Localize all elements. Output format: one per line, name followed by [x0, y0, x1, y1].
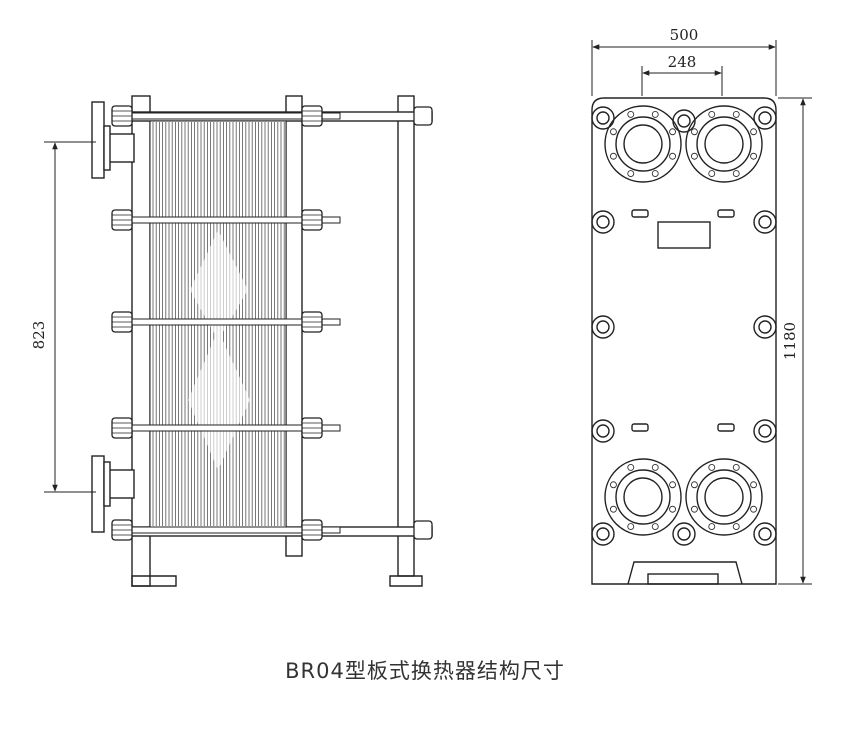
tie-bolt [111, 105, 341, 127]
support-column [397, 95, 415, 577]
flange-bolt-hole [732, 110, 740, 118]
frame-bolt [753, 522, 777, 546]
plate-pack [149, 120, 287, 528]
flange-bolt-hole [651, 110, 659, 118]
nameplate [657, 221, 711, 249]
column-foot [389, 575, 423, 587]
frame-plate-outline [591, 97, 777, 585]
flange-bolt-hole [627, 110, 635, 118]
flange-bolt-hole [750, 481, 758, 489]
flange-bolt-hole [690, 152, 698, 160]
frame-bolts [591, 106, 777, 546]
slot [631, 209, 649, 218]
frame-bolt [753, 419, 777, 443]
flange-bolt-hole [669, 152, 677, 160]
tie-bolt [111, 209, 341, 231]
flange-bolt-hole [609, 481, 617, 489]
side-view: 823 [30, 95, 433, 587]
nut [413, 520, 433, 540]
port-flange [604, 458, 682, 536]
flange-bolt-hole [708, 463, 716, 471]
dimension-823-label: 823 [30, 321, 48, 350]
flange-bolt-hole [690, 481, 698, 489]
flange-bolt-hole [627, 523, 635, 531]
flange-bolt-hole [708, 523, 716, 531]
flange-bolt-hole [708, 170, 716, 178]
flange-bolt-hole [708, 110, 716, 118]
base-slot [647, 573, 719, 585]
dimension-500-label: 500 [670, 26, 699, 44]
fixed-frame-plate [131, 95, 151, 587]
frame-bolt [753, 210, 777, 234]
frame-bolt [591, 522, 615, 546]
flange-bolt-hole [732, 170, 740, 178]
dimension-248-label: 248 [668, 53, 697, 71]
dimension-500: 500 [591, 26, 777, 96]
flange-bolt-hole [690, 505, 698, 513]
flange-bolt-hole [669, 481, 677, 489]
frame-bolt [753, 315, 777, 339]
flange-bolt-hole [609, 505, 617, 513]
heat-exchanger-drawing: 823 500 248 [30, 26, 812, 587]
dimension-248: 248 [641, 53, 723, 96]
flange-bolt-hole [651, 170, 659, 178]
port-flange [685, 458, 763, 536]
flange-bolt-hole [609, 128, 617, 136]
front-view: 500 248 1180 [591, 26, 812, 585]
dimension-1180-label: 1180 [781, 322, 799, 360]
flange-bolt-hole [627, 170, 635, 178]
frame-bolt [591, 419, 615, 443]
figure-caption: BR04型板式换热器结构尺寸 [285, 659, 565, 683]
ports [604, 105, 763, 536]
flange-bolt-hole [732, 463, 740, 471]
base-cutout [627, 561, 743, 585]
tie-bolt [111, 519, 341, 541]
tie-bolt [111, 417, 341, 439]
port-flange [604, 105, 682, 183]
slot [717, 423, 735, 432]
frame-bolt [591, 315, 615, 339]
port-flange [685, 105, 763, 183]
flange-bolt-hole [690, 128, 698, 136]
frame-bolt [753, 106, 777, 130]
flange-bolt-hole [669, 128, 677, 136]
nut [413, 106, 433, 126]
slot [717, 209, 735, 218]
tie-bolts [111, 105, 433, 541]
flange-bolt-hole [609, 152, 617, 160]
pressure-plate [285, 95, 303, 557]
flange-bolt-hole [669, 505, 677, 513]
upper-nozzle [91, 101, 135, 179]
flange-bolt-hole [627, 463, 635, 471]
flange-bolt-hole [750, 152, 758, 160]
dimension-1180: 1180 [778, 97, 812, 585]
slot [631, 423, 649, 432]
frame-bolt [591, 106, 615, 130]
flange-bolt-hole [732, 523, 740, 531]
flange-bolt-hole [750, 505, 758, 513]
flange-bolt-hole [651, 523, 659, 531]
lower-nozzle [91, 455, 135, 533]
frame-bolt [591, 210, 615, 234]
tie-bolt [111, 311, 341, 333]
flange-bolt-hole [750, 128, 758, 136]
fixed-plate-foot [131, 575, 177, 587]
frame-bolt [672, 109, 696, 133]
dimension-823: 823 [30, 141, 96, 493]
frame-bolt [672, 522, 696, 546]
flange-bolt-hole [651, 463, 659, 471]
